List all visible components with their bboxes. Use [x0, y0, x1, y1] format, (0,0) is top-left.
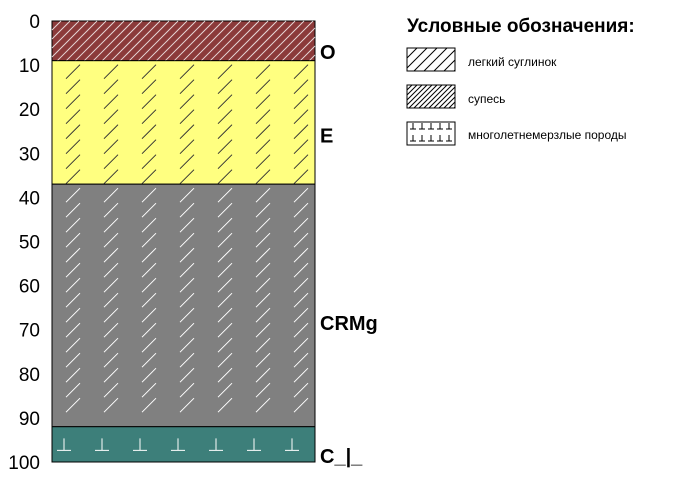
depth-tick-label: 70 [19, 321, 40, 342]
legend-item-light-loam: легкий суглинок [406, 47, 557, 72]
permafrost-icon [410, 123, 452, 142]
layer-fill [51, 60, 316, 185]
depth-tick-label: 80 [19, 365, 40, 386]
depth-tick-label: 90 [19, 409, 40, 430]
horizon-label-o: O [320, 42, 336, 64]
depth-tick-label: 50 [19, 233, 40, 254]
depth-tick-label: 100 [8, 453, 40, 474]
layer-fill [51, 183, 316, 428]
depth-tick-label: 30 [19, 144, 40, 165]
legend-item-permafrost: многолетнемерзлые породы [406, 121, 627, 146]
legend-swatch-permafrost [406, 121, 456, 146]
legend-item-sandy-loam: супесь [406, 84, 505, 109]
depth-axis: 0 10 20 30 40 50 60 70 80 90 100 [8, 12, 40, 474]
legend-label-light-loam: легкий суглинок [468, 55, 557, 69]
depth-tick-label: 40 [19, 188, 40, 209]
depth-tick-label: 20 [19, 100, 40, 121]
layer-o [51, 20, 316, 62]
legend-label-sandy-loam: супесь [468, 92, 505, 106]
layer-pattern [51, 20, 316, 62]
dense-hatch-icon [406, 84, 456, 109]
horizon-label-e: E [320, 126, 333, 148]
layer-e [51, 60, 316, 185]
depth-tick-label: 0 [29, 12, 40, 33]
legend-swatch-light-loam [406, 47, 456, 72]
legend-title: Условные обозначения: [407, 16, 635, 37]
sparse-hatch-icon [406, 47, 456, 72]
depth-tick-label: 10 [19, 56, 40, 77]
layer-pattern [57, 438, 299, 451]
soil-column [51, 20, 316, 463]
layer-fill [51, 426, 316, 463]
depth-tick-label: 60 [19, 277, 40, 298]
horizon-label-crmg: CRMg [320, 313, 378, 335]
legend-label-permafrost: многолетнемерзлые породы [468, 128, 627, 142]
layer-pattern [65, 187, 309, 413]
layer-pattern [65, 64, 309, 185]
horizon-label-c: C_|_ [320, 446, 363, 468]
layer-crmg [51, 183, 316, 428]
legend: Условные обозначения: легкий суглинок су… [406, 16, 635, 146]
layer-c [51, 426, 316, 463]
